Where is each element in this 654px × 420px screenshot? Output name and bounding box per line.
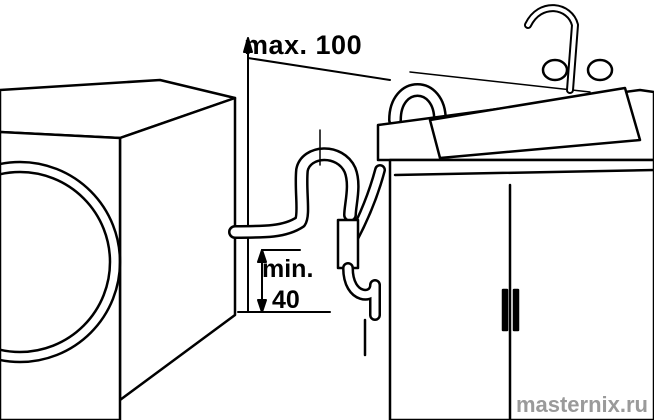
sink-cabinet xyxy=(376,86,654,420)
washer-door xyxy=(0,160,122,364)
min-height-label: min. xyxy=(262,255,314,283)
washing-machine xyxy=(0,78,237,420)
min-height-value: 40 xyxy=(272,286,300,314)
dimension-lines xyxy=(237,37,391,313)
sink-siphon xyxy=(336,218,381,357)
faucet xyxy=(524,4,614,94)
watermark: masternix.ru xyxy=(515,392,648,417)
max-height-label: max. 100 xyxy=(244,30,363,60)
